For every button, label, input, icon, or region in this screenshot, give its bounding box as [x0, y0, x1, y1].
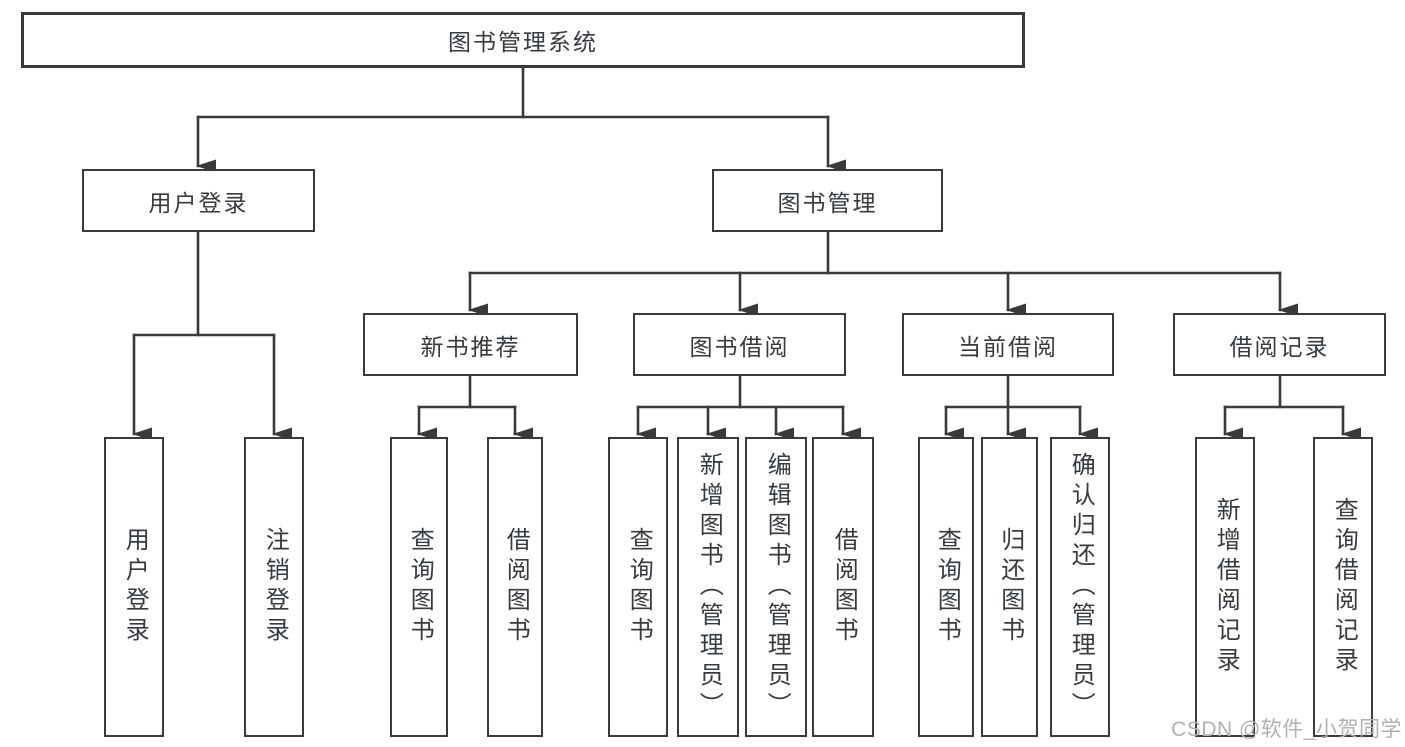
leaf-borrow-books-recommend: 借阅图书 — [487, 437, 543, 737]
node-user-login-branch: 用户登录 — [82, 169, 315, 232]
leaf-query-borrow-record: 查询借阅记录 — [1313, 437, 1373, 737]
node-book-borrowing: 图书借阅 — [633, 313, 846, 376]
node-borrowing-records: 借阅记录 — [1173, 313, 1386, 376]
leaf-confirm-return-admin: 确认归还（管理员） — [1050, 437, 1110, 737]
csdn-watermark: CSDN @软件_小贺同学 — [1171, 718, 1402, 741]
leaf-add-borrow-record: 新增借阅记录 — [1195, 437, 1255, 737]
leaf-query-books-recommend: 查询图书 — [390, 437, 448, 737]
leaf-query-books-current: 查询图书 — [918, 437, 974, 737]
node-new-book-recommendation: 新书推荐 — [363, 313, 578, 376]
node-book-management: 图书管理 — [712, 169, 943, 232]
leaf-add-books-admin: 新增图书（管理员） — [677, 437, 739, 737]
leaf-return-books: 归还图书 — [981, 437, 1038, 737]
node-current-borrowing: 当前借阅 — [902, 313, 1114, 376]
leaf-edit-books-admin: 编辑图书（管理员） — [745, 437, 807, 737]
node-library-management-system: 图书管理系统 — [21, 12, 1025, 68]
leaf-query-books-borrowing: 查询图书 — [608, 437, 668, 737]
leaf-borrow-books: 借阅图书 — [812, 437, 874, 737]
leaf-user-login: 用户登录 — [104, 437, 164, 737]
leaf-logout: 注销登录 — [244, 437, 304, 737]
